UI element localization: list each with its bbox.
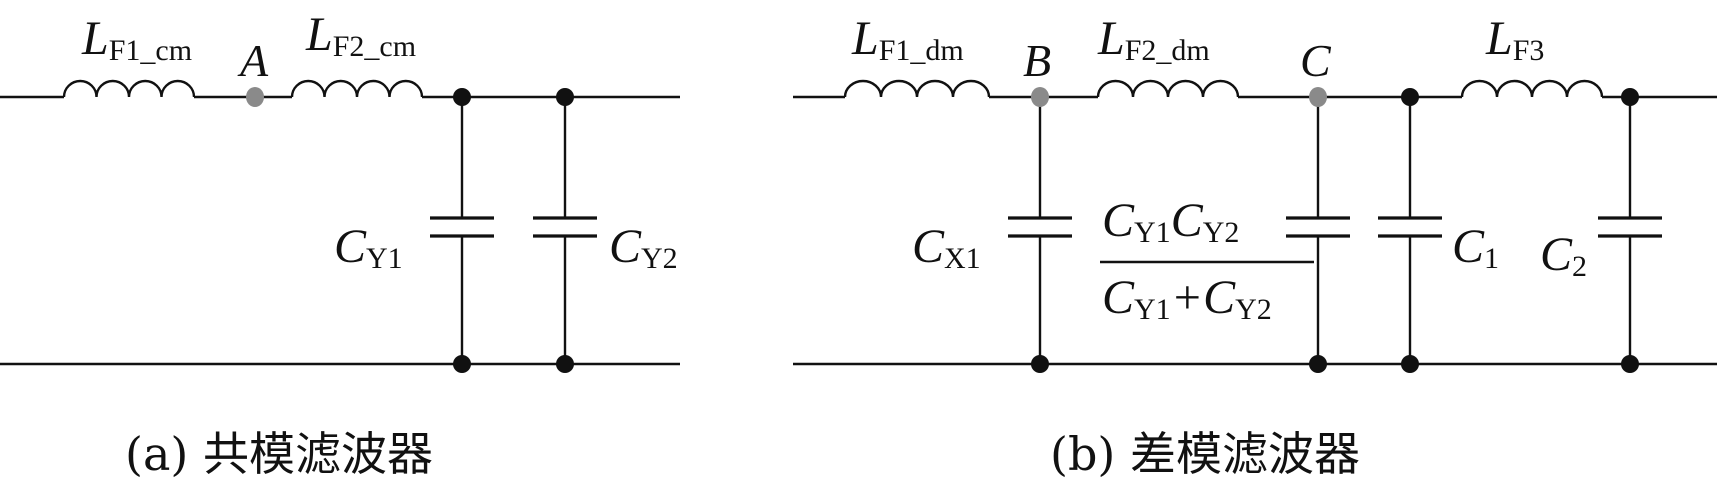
a-node-a-dot (246, 87, 264, 107)
b-junction-bottom-cx1 (1031, 355, 1049, 373)
a-junction-top-2 (556, 88, 574, 106)
b-label-cx1: CX1 (912, 220, 981, 275)
a-inductor-lf2-coil (290, 79, 424, 98)
a-junction-bottom-2 (556, 355, 574, 373)
panel-b-differential-mode: LF1_dm B LF2_dm C LF3 CX1 CY1CY2 CY1+CY2… (793, 12, 1717, 481)
b-label-c1: C1 (1452, 220, 1499, 275)
panel-a-common-mode: LF1_cm A LF2_cm CY1 CY2 (a) 共模滤波器 (0, 8, 680, 481)
b-label-lf3: LF3 (1485, 12, 1544, 67)
b-caption: (b) 差模滤波器 (1050, 427, 1360, 481)
b-fraction-numerator: CY1CY2 (1102, 194, 1239, 249)
a-label-node-a: A (237, 35, 269, 86)
b-fraction-denominator: CY1+CY2 (1102, 271, 1272, 326)
b-inductor-lf3-coil (1460, 79, 1604, 98)
a-label-cy1: CY1 (334, 220, 403, 275)
b-label-series-cap-fraction: CY1CY2 CY1+CY2 (1100, 194, 1314, 326)
b-node-b-dot (1031, 87, 1049, 107)
b-inductor-lf1-coil (843, 79, 991, 98)
a-junction-bottom-1 (453, 355, 471, 373)
b-label-lf2: LF2_dm (1097, 12, 1210, 67)
b-junction-bottom-cyser (1309, 355, 1327, 373)
b-label-c2: C2 (1540, 228, 1587, 283)
a-junction-top-1 (453, 88, 471, 106)
b-junction-bottom-c1 (1401, 355, 1419, 373)
b-label-node-c: C (1300, 35, 1332, 86)
b-label-node-b: B (1023, 35, 1051, 86)
b-junction-top-c1 (1401, 88, 1419, 106)
b-junction-top-c2 (1621, 88, 1639, 106)
a-inductor-lf1-coil (62, 79, 196, 98)
b-label-lf1: LF1_dm (851, 12, 964, 67)
b-inductor-lf2-coil (1096, 79, 1240, 98)
b-node-c-dot (1309, 87, 1327, 107)
a-caption: (a) 共模滤波器 (125, 427, 433, 481)
a-label-lf1: LF1_cm (81, 12, 192, 67)
a-label-cy2: CY2 (609, 220, 678, 275)
b-junction-bottom-c2 (1621, 355, 1639, 373)
a-label-lf2: LF2_cm (305, 8, 416, 63)
